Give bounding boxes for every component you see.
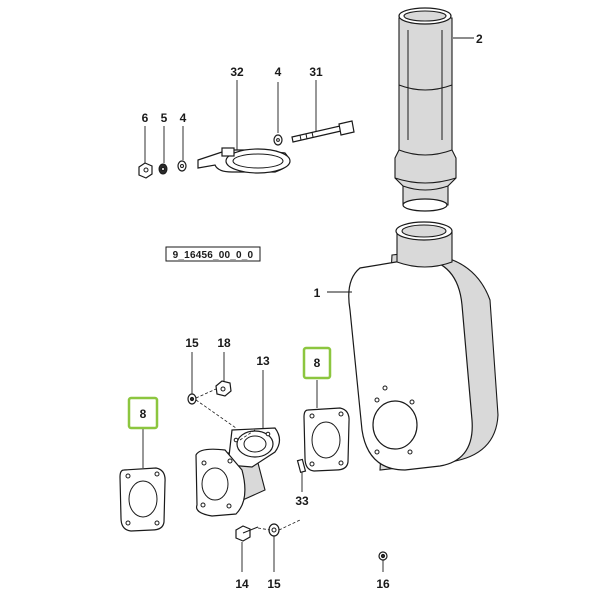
label-part-5: 5 — [161, 111, 168, 125]
label-part-15-lower: 15 — [267, 577, 281, 591]
label-part-32: 32 — [230, 65, 244, 79]
part-2-tail-pipe — [394, 7, 457, 212]
highlight-box-8-left — [127, 396, 159, 430]
label-part-16: 16 — [376, 577, 390, 591]
part-14-bolt — [235, 525, 259, 542]
part-6-nut — [138, 162, 153, 179]
label-part-31: 31 — [309, 65, 323, 79]
leader-lines — [142, 37, 474, 572]
label-part-13: 13 — [256, 354, 270, 368]
part-15-washer-lower — [268, 523, 280, 537]
label-part-8-right: 8 — [314, 356, 321, 370]
part-8-gasket-right — [303, 407, 350, 472]
drawing-reference: 9_16456_00_0_0 — [173, 250, 254, 261]
part-15-washer-upper — [187, 393, 197, 405]
part-4-washer-lower — [177, 160, 187, 172]
label-part-1: 1 — [314, 286, 321, 300]
label-part-4-left: 4 — [180, 111, 187, 125]
label-part-6: 6 — [142, 111, 149, 125]
part-5-lock-washer — [158, 163, 168, 175]
part-32-clamp-bracket — [197, 147, 291, 174]
label-part-8-left: 8 — [140, 407, 147, 421]
label-part-18: 18 — [217, 336, 231, 350]
label-part-15-upper: 15 — [185, 336, 199, 350]
label-part-2: 2 — [476, 32, 483, 46]
highlight-box-8-right — [302, 346, 332, 380]
part-16-nut — [378, 551, 388, 561]
part-4-washer-upper — [273, 134, 283, 146]
part-33-stud — [296, 458, 307, 474]
assembly-lines — [195, 388, 301, 531]
label-part-33: 33 — [295, 494, 309, 508]
label-part-14: 14 — [235, 577, 249, 591]
part-8-gasket-left — [119, 467, 166, 532]
part-18-nut — [215, 380, 232, 397]
label-part-4-top: 4 — [275, 65, 282, 79]
part-1-muffler — [348, 221, 499, 471]
part-31-bolt — [291, 120, 355, 143]
part-13-flange-pipe — [195, 427, 281, 517]
drawing-reference-box: 9_16456_00_0_0 — [165, 246, 261, 262]
